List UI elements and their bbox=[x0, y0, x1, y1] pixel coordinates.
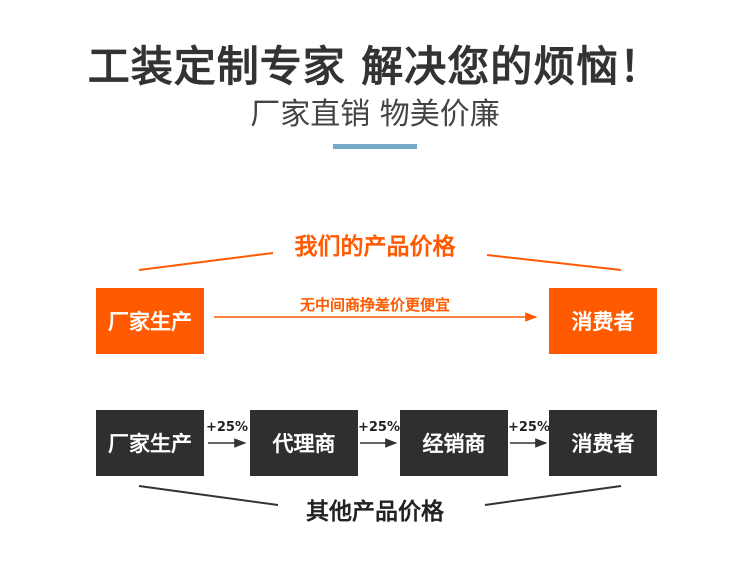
markup-label-3: +25% bbox=[507, 420, 550, 435]
markup-label-1: +25% bbox=[205, 420, 248, 435]
chain-consumer-box: 消费者 bbox=[549, 410, 657, 476]
our-price-label: 我们的产品价格 bbox=[294, 234, 456, 260]
markup-label-2: +25% bbox=[357, 420, 400, 435]
chain-distributor-box: 经销商 bbox=[400, 410, 508, 476]
other-bracket-left-line bbox=[138, 485, 279, 506]
no-middleman-note: 无中间商挣差价更便宜 bbox=[299, 296, 450, 314]
chain-factory-box: 厂家生产 bbox=[96, 410, 204, 476]
other-price-label: 其他产品价格 bbox=[306, 499, 444, 525]
page-title: 工装定制专家 解决您的烦恼！ bbox=[87, 42, 663, 91]
our-factory-box: 厂家生产 bbox=[96, 288, 204, 354]
other-bracket-right-line bbox=[484, 485, 622, 506]
our-bracket-right-line bbox=[486, 254, 622, 271]
our-bracket-left-line bbox=[138, 252, 274, 271]
title-accent-bar bbox=[333, 144, 417, 149]
chain-agent-box: 代理商 bbox=[250, 410, 358, 476]
our-consumer-box: 消费者 bbox=[549, 288, 657, 354]
page-subtitle: 厂家直销 物美价廉 bbox=[250, 97, 500, 132]
